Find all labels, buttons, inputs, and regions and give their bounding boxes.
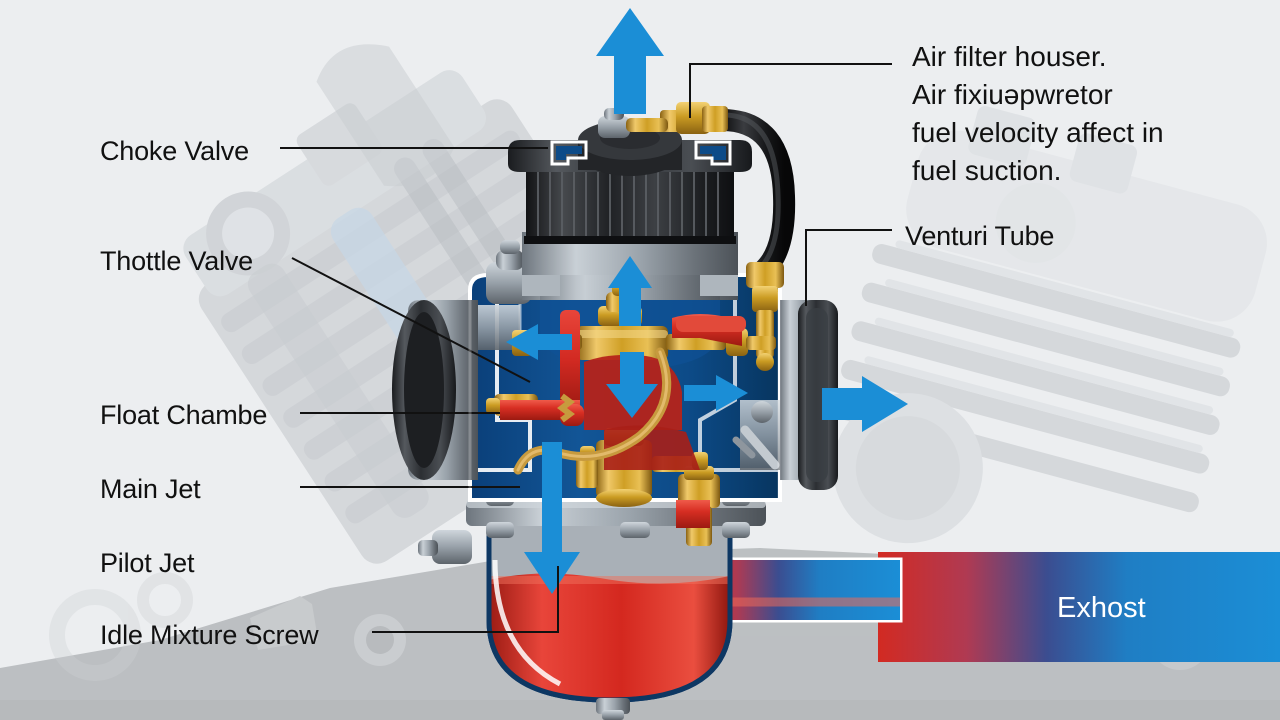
note-line-1: Air filter houser. [912, 41, 1107, 72]
label-main-jet: Main Jet [100, 474, 201, 504]
note-line-3: fuel velocity affect in [912, 117, 1164, 148]
exhaust-label: Exhost [1057, 592, 1146, 624]
leader-venturi-tube [805, 229, 892, 306]
leader-lines [280, 63, 892, 633]
engine-watermark-right [830, 106, 1267, 544]
leader-idle-mixture-screw [372, 566, 559, 633]
arrow-air-venturi [608, 256, 652, 326]
label-choke-valve: Choke Valve [100, 136, 249, 166]
label-throttle-valve: Thottle Valve [100, 246, 253, 276]
label-idle-mixture-screw: Idle Mixture Screw [100, 620, 319, 650]
label-pilot-jet: Pilot Jet [100, 548, 195, 578]
air-filter-note: Air filter houser. Air fixiuəpwretor fue… [912, 38, 1164, 190]
leader-air-filter-note [689, 63, 892, 118]
arrow-mixture-down [606, 352, 658, 418]
filter-to-body-cone [522, 275, 738, 300]
note-line-4: fuel suction. [912, 155, 1062, 186]
air-filter-housing [508, 108, 752, 300]
label-venturi-tube: Venturi Tube [905, 221, 1055, 251]
internal-fuel-line [513, 347, 672, 475]
arrow-fuel-bowl-down [524, 442, 580, 594]
fuel-hose [711, 109, 796, 283]
intake-manifold-right [732, 300, 838, 490]
arrow-air-right [684, 375, 748, 411]
gear-watermark [49, 572, 193, 681]
arrow-air-left [506, 324, 572, 360]
note-line-2: Air fixiuəpwretor [912, 79, 1113, 110]
exhaust-banner [878, 552, 1280, 662]
label-float-chamber: Float Chambe [100, 400, 268, 430]
arrow-air-intake-top [596, 8, 664, 114]
body-highlights [468, 292, 781, 498]
intake-horn-left [392, 240, 532, 480]
flow-arrows [506, 8, 908, 594]
leader-throttle-valve [291, 257, 531, 383]
arrow-exhaust-out [822, 376, 908, 432]
